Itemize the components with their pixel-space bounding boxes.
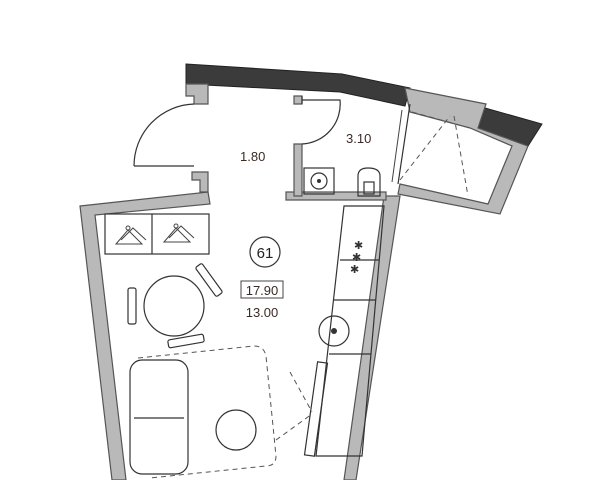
kitchen-sink-bowl — [318, 315, 350, 347]
sink-fixture — [303, 167, 335, 195]
balcony-diagonal-a — [411, 111, 471, 129]
bathroom-door-swing — [301, 99, 341, 145]
tv-sightline-b — [275, 413, 313, 441]
rug-dashed-area — [137, 345, 277, 479]
hallway-area-label: 1.80 — [240, 149, 265, 164]
hall-stub-wall — [191, 171, 209, 193]
kitchen-sink-drain — [331, 328, 337, 334]
outer-wall-left-hall — [185, 83, 209, 105]
chair-left — [127, 287, 137, 325]
chair-bottom — [167, 333, 205, 349]
hanger-icon-left — [114, 225, 147, 245]
sink-drain-dot — [317, 179, 321, 183]
wardrobe — [104, 213, 210, 255]
toilet-tank-icon — [363, 181, 375, 195]
coffee-table — [215, 409, 257, 451]
tv-sightline-a — [289, 371, 313, 413]
unit-number: 61 — [257, 245, 274, 262]
svg-text:✱: ✱ — [354, 239, 363, 252]
sofa — [129, 359, 189, 475]
total-area-label: 17.90 — [246, 283, 279, 298]
bath-wall-left — [293, 143, 303, 197]
svg-text:✱: ✱ — [352, 251, 361, 264]
svg-text:✱: ✱ — [350, 263, 359, 276]
total-area-box — [240, 280, 284, 299]
hanger-icon-right — [162, 223, 195, 243]
stove-burners-icon: ✱ ✱ ✱ — [350, 239, 363, 276]
toilet-icon — [357, 167, 381, 197]
kitchen-counter — [315, 205, 385, 457]
chair-right — [195, 263, 223, 297]
fridge-handle — [303, 361, 329, 457]
balcony-diagonal-c — [399, 115, 451, 181]
bath-wall-top — [293, 95, 303, 105]
balcony-diagonal-b — [453, 115, 469, 197]
sink-drain-icon — [310, 172, 328, 190]
entrance-door-swing — [133, 103, 195, 167]
dining-table — [143, 275, 205, 337]
balcony-wall — [397, 87, 529, 215]
living-area-label: 13.00 — [246, 305, 279, 320]
unit-number-badge — [249, 236, 281, 268]
bathroom-area-label: 3.10 — [346, 131, 371, 146]
balcony-partition — [397, 103, 411, 185]
balcony-partition-inner — [391, 109, 403, 183]
